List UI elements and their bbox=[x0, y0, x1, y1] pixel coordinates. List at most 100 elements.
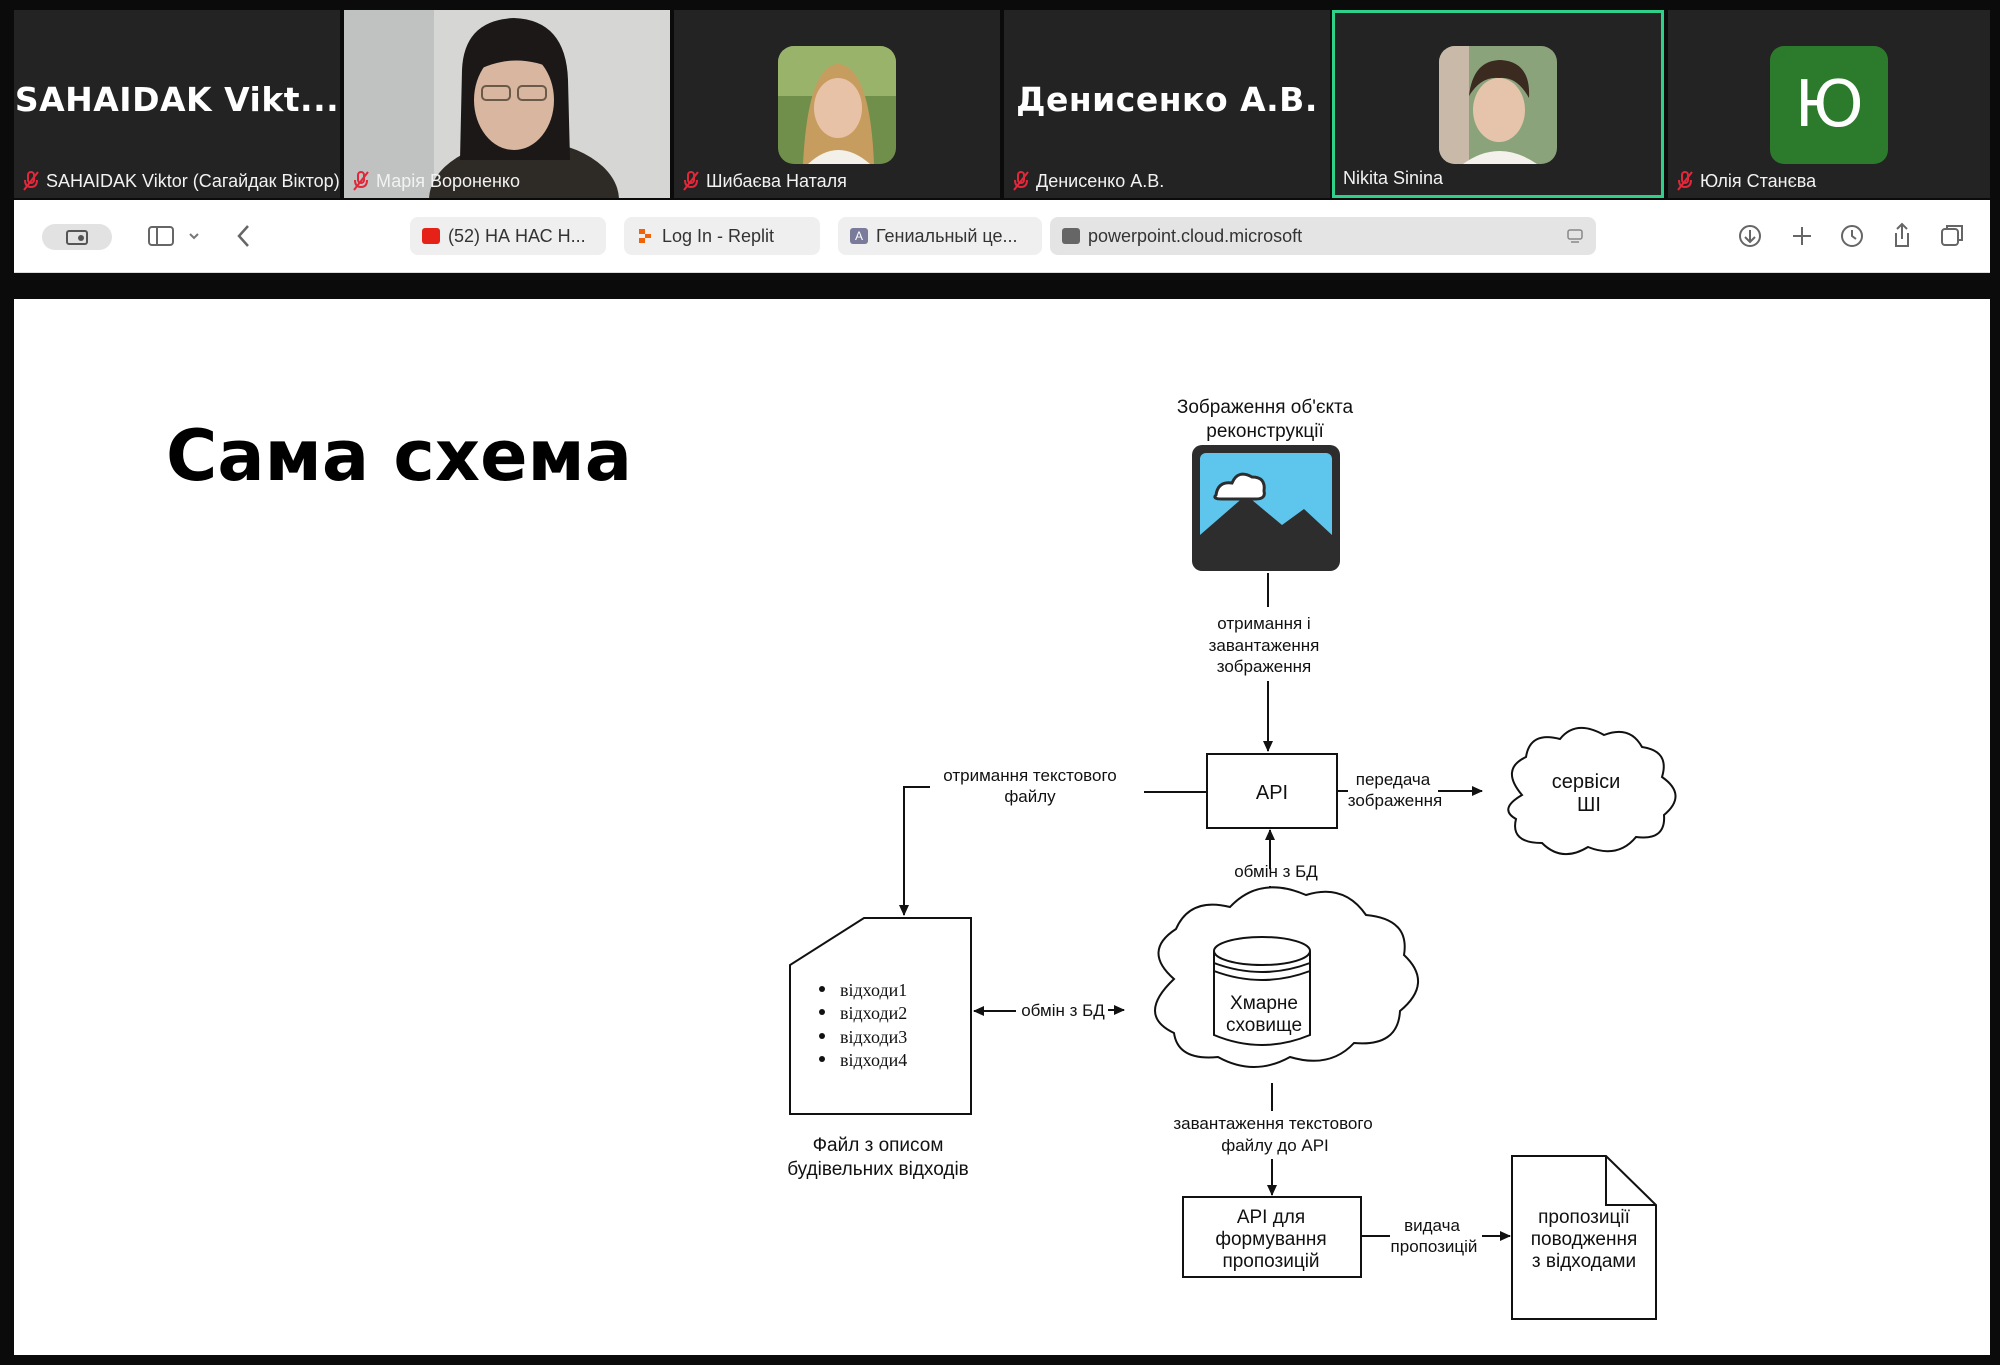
list-item: відходи3 bbox=[840, 1027, 907, 1047]
avatar bbox=[1439, 46, 1557, 164]
participant-label: Юлія Станєва bbox=[1676, 170, 1816, 192]
edge-label: обмін з БД bbox=[1021, 1001, 1105, 1020]
powerpoint-icon bbox=[1062, 228, 1080, 244]
edge-label: отримання текстового bbox=[943, 766, 1116, 785]
participant-strip: SAHAIDAK Vikt... SAHAIDAK Viktor (Сагайд… bbox=[14, 10, 1990, 198]
ai-services-label: ШІ bbox=[1577, 794, 1601, 816]
ai-services-cloud bbox=[1507, 727, 1677, 855]
file-caption: Файл з описом bbox=[813, 1135, 944, 1156]
participant-label: Шибаєва Наталя bbox=[682, 170, 847, 192]
image-node-label: Зображення об'єкта bbox=[1177, 397, 1354, 418]
edge-label: файлу до API bbox=[1221, 1136, 1329, 1155]
participant-name: Шибаєва Наталя bbox=[706, 170, 847, 191]
cloud-storage-label: сховище bbox=[1226, 1015, 1302, 1036]
list-item: відходи4 bbox=[840, 1050, 907, 1070]
back-arrow-icon[interactable] bbox=[232, 220, 256, 252]
edge-label: завантаження bbox=[1209, 636, 1320, 655]
document-fold bbox=[1605, 1156, 1656, 1206]
participant-tile-sahaidak[interactable]: SAHAIDAK Vikt... SAHAIDAK Viktor (Сагайд… bbox=[14, 10, 340, 198]
slide-top-bar bbox=[14, 273, 1990, 299]
edge-label: зображення bbox=[1348, 791, 1443, 810]
edge-label: обмін з БД bbox=[1234, 862, 1318, 881]
app-icon: A bbox=[850, 228, 868, 244]
reader-icon bbox=[66, 230, 88, 245]
slide-title: Сама схема bbox=[166, 415, 633, 497]
proposals-document-label: поводження bbox=[1531, 1229, 1638, 1250]
avatar bbox=[778, 46, 896, 164]
participant-tile-maria[interactable]: Марія Вороненко bbox=[344, 10, 670, 198]
youtube-icon bbox=[422, 228, 440, 244]
new-tab-icon[interactable] bbox=[1788, 220, 1816, 252]
edge-label: зображення bbox=[1217, 657, 1312, 676]
proposals-document-label: пропозиції bbox=[1538, 1207, 1630, 1228]
list-bullet bbox=[819, 1056, 825, 1062]
list-item: відходи2 bbox=[840, 1003, 907, 1023]
mic-muted-icon bbox=[683, 171, 699, 191]
sidebar-toggle-icon[interactable] bbox=[146, 220, 176, 252]
avatar-initial: Ю bbox=[1770, 46, 1888, 164]
participant-label: Nikita Sinina bbox=[1343, 168, 1443, 189]
list-bullet bbox=[819, 1009, 825, 1015]
participant-label: Марія Вороненко bbox=[352, 170, 520, 192]
edge-label: передача bbox=[1356, 770, 1431, 789]
proposals-document-label: з відходами bbox=[1532, 1251, 1636, 1272]
participant-tile-nikita-active[interactable]: Nikita Sinina bbox=[1332, 10, 1664, 198]
ai-services-label: сервіси bbox=[1552, 771, 1621, 793]
mic-muted-icon bbox=[23, 171, 39, 191]
api-node-label: API bbox=[1256, 782, 1288, 804]
participant-label: Денисенко А.В. bbox=[1012, 170, 1164, 192]
list-bullet bbox=[819, 986, 825, 992]
edge-arrow bbox=[899, 786, 930, 916]
participant-tile-shybaieva[interactable]: Шибаєва Наталя bbox=[674, 10, 1000, 198]
participant-big-name: SAHAIDAK Vikt... bbox=[14, 80, 340, 119]
tab-label: (52) НА НАС Н... bbox=[448, 225, 586, 246]
database-icon bbox=[1213, 936, 1311, 1046]
participant-name: Nikita Sinina bbox=[1343, 168, 1444, 188]
participant-name: Марія Вороненко bbox=[376, 170, 520, 191]
cloud-storage-label: Хмарне bbox=[1230, 993, 1298, 1014]
file-caption: будівельних відходів bbox=[787, 1159, 969, 1180]
cast-icon[interactable] bbox=[1566, 227, 1584, 245]
url-text: powerpoint.cloud.microsoft bbox=[1088, 225, 1303, 246]
participant-name: SAHAIDAK Viktor (Сагайдак Віктор) bbox=[46, 170, 340, 191]
share-icon[interactable] bbox=[1888, 220, 1916, 252]
chevron-down-icon[interactable] bbox=[186, 220, 202, 252]
browser-tab-app[interactable]: A Гениальный це... bbox=[838, 217, 1042, 255]
participant-label: SAHAIDAK Viktor (Сагайдак Віктор) bbox=[22, 170, 340, 192]
image-icon bbox=[1192, 445, 1340, 571]
api-node bbox=[1206, 753, 1338, 829]
list-bullet bbox=[819, 1033, 825, 1039]
edge-label: файлу bbox=[1004, 787, 1056, 806]
history-icon[interactable] bbox=[1838, 220, 1866, 252]
mic-muted-icon bbox=[1677, 171, 1693, 191]
proposal-api-label: пропозицій bbox=[1222, 1251, 1319, 1272]
tab-label: Гениальный це... bbox=[876, 225, 1018, 246]
address-bar[interactable]: powerpoint.cloud.microsoft bbox=[1050, 217, 1596, 255]
proposal-api-node bbox=[1182, 1196, 1362, 1278]
participant-video bbox=[344, 10, 670, 198]
edge-label: отримання і bbox=[1217, 614, 1310, 633]
proposal-api-label: формування bbox=[1215, 1229, 1326, 1250]
list-item: відходи1 bbox=[840, 980, 907, 1000]
edge-label: пропозицій bbox=[1391, 1237, 1478, 1256]
architecture-diagram: Зображення об'єкта реконструкції отриман… bbox=[787, 397, 1677, 1320]
participant-tile-denysenko[interactable]: Денисенко А.В. Денисенко А.В. bbox=[1004, 10, 1330, 198]
tabs-overview-icon[interactable] bbox=[1938, 220, 1966, 252]
proposals-document-node bbox=[1511, 1155, 1657, 1320]
browser-tab-youtube[interactable]: (52) НА НАС Н... bbox=[410, 217, 606, 255]
download-icon[interactable] bbox=[1736, 220, 1764, 252]
browser-toolbar: (52) НА НАС Н... Log In - Replit A Гениа… bbox=[14, 200, 1990, 273]
mic-muted-icon bbox=[1013, 171, 1029, 191]
image-node-label: реконструкції bbox=[1206, 421, 1324, 442]
participant-big-name: Денисенко А.В. bbox=[1016, 80, 1318, 119]
reader-mode-button[interactable] bbox=[42, 224, 112, 250]
proposal-api-label: API для bbox=[1237, 1207, 1305, 1228]
presentation-slide: Сама схема Зображення об'єкта реконструк… bbox=[14, 299, 1990, 1355]
waste-list: відходи1 відходи2 відходи3 відходи4 bbox=[819, 980, 907, 1070]
browser-tab-replit[interactable]: Log In - Replit bbox=[624, 217, 820, 255]
edge-label: видача bbox=[1404, 1216, 1460, 1235]
edge-label: завантаження текстового bbox=[1173, 1114, 1372, 1133]
participant-tile-yulia[interactable]: Ю Юлія Станєва bbox=[1668, 10, 1990, 198]
mic-muted-icon bbox=[353, 171, 369, 191]
tab-label: Log In - Replit bbox=[662, 225, 775, 246]
